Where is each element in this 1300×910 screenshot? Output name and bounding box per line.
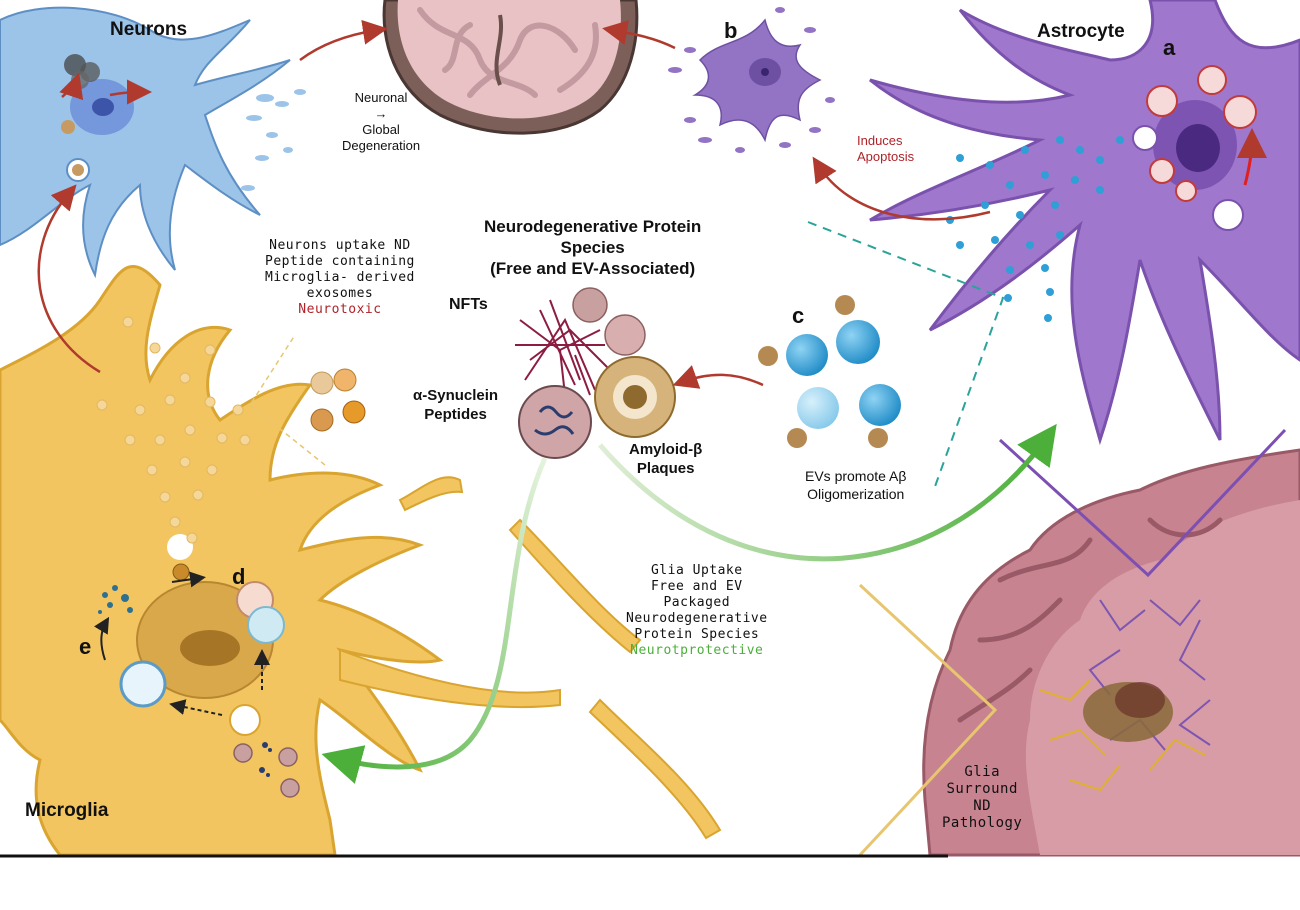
panel-letter-e: e [79, 634, 92, 659]
neuronal-global-degeneration-label: Neuronal → Global Degeneration [342, 90, 421, 153]
brain-section-top [382, 0, 639, 135]
degenerating-neuron-b [668, 7, 835, 153]
protein-species-title: Neurodegenerative Protein Species (Free … [484, 217, 702, 278]
panel-letter-d: d [232, 564, 246, 589]
synuclein-label: α-Synuclein Peptides [413, 387, 499, 423]
panel-letter-c: c [792, 303, 805, 328]
induces-apoptosis-label: Induces Apoptosis [857, 133, 915, 164]
glia-surround-label: Glia Surround ND Pathology [942, 764, 1023, 831]
ev-oligomerization-label: EVs promote Aβ Oligomerization [805, 468, 907, 502]
nft-tangles [515, 299, 611, 396]
astrocyte-ev-dots [946, 136, 1124, 322]
nfts-label: NFTs [449, 296, 488, 313]
toxic-arrows [37, 19, 991, 389]
panel-letter-a: a [1163, 35, 1176, 60]
nd-peptide-exosomes [310, 368, 366, 432]
amyloid-label: Amyloid-β Plaques [629, 441, 703, 477]
astrocyte-v-callout [998, 428, 1287, 578]
neurons-label: Neurons [110, 19, 188, 40]
brain-tissue-section [922, 448, 1300, 857]
astrocyte-cell [869, 0, 1300, 446]
glia-uptake-label: Glia Uptake Free and EV Packaged Neurode… [626, 563, 768, 658]
panel-letter-b: b [724, 18, 738, 43]
microglia-v-callout [858, 583, 998, 857]
astrocyte-label: Astrocyte [1037, 21, 1125, 42]
neuroprotective-label: Neurotprotective [630, 643, 764, 658]
microglia-cell [0, 264, 722, 857]
dashed-callout-ev [807, 221, 1005, 493]
microglia-label: Microglia [25, 800, 109, 821]
neurons-uptake-label: Neurons uptake ND Peptide containing Mic… [265, 238, 415, 317]
protein-species-cluster [515, 287, 676, 459]
green-arrow-to-microglia [321, 456, 548, 784]
green-arrow-to-astrocyte [598, 423, 1057, 562]
ev-cluster-c [758, 295, 901, 448]
neurotoxic-label: Neurotoxic [298, 302, 382, 317]
exosome-dots [96, 316, 251, 544]
